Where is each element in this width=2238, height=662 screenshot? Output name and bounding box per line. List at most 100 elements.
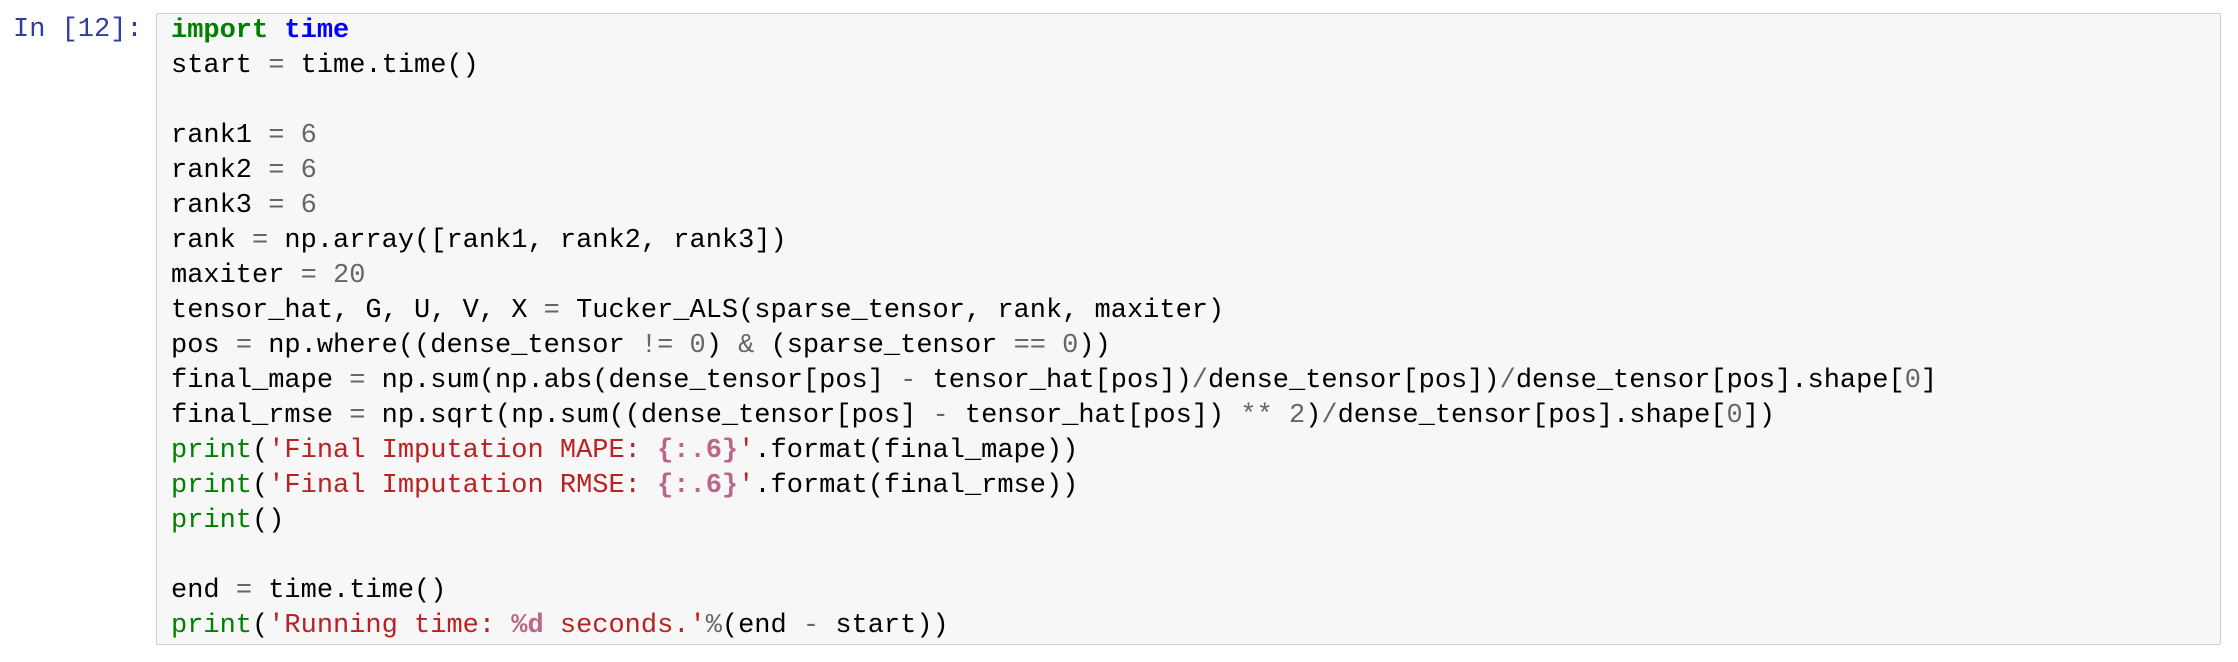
code-token: import (171, 16, 269, 46)
code-line: rank1 = 6 (171, 119, 2206, 154)
code-line: rank = np.array([rank1, rank2, rank3]) (171, 224, 2206, 259)
code-token: 0 (689, 331, 706, 361)
code-token: - (802, 611, 820, 641)
code-line: end = time.time() (171, 574, 2206, 609)
code-token: np.where((dense_tensor (252, 331, 641, 361)
code-token: print (171, 506, 253, 536)
code-token: / (1191, 366, 1208, 396)
code-token: seconds.' (543, 611, 706, 641)
code-token: np.sum(np.abs(dense_tensor[pos] (365, 366, 901, 396)
code-token: = (268, 191, 285, 221)
code-token (317, 261, 333, 291)
code-token: ) (705, 331, 739, 361)
code-line (171, 84, 2206, 119)
code-token: ) (1305, 401, 1322, 431)
code-token: (end (721, 611, 803, 641)
code-token: ] (1920, 366, 1938, 396)
code-line: final_mape = np.sum(np.abs(dense_tensor[… (171, 364, 2206, 399)
code-token: time.time() (284, 51, 479, 81)
code-token: tensor_hat[pos]) (916, 366, 1192, 396)
code-token: )) (1078, 331, 1111, 361)
code-token (284, 121, 300, 151)
code-token: & (738, 331, 755, 361)
code-token: {:.6} (657, 471, 739, 501)
code-token: = (252, 226, 269, 256)
code-token (268, 16, 284, 46)
code-token: 0 (1062, 331, 1079, 361)
code-token: print (171, 436, 253, 466)
code-token: %d (511, 611, 544, 641)
code-token: tensor_hat, G, U, V, X (171, 296, 544, 326)
code-token: 6 (300, 121, 317, 151)
code-token: % (705, 611, 722, 641)
code-line: rank3 = 6 (171, 189, 2206, 224)
code-token: rank1 (171, 121, 269, 151)
code-token: = (349, 366, 366, 396)
code-token (673, 331, 689, 361)
code-token: 0 (1726, 401, 1743, 431)
code-token: 0 (1904, 366, 1921, 396)
code-token: = (268, 156, 285, 186)
code-token (284, 156, 300, 186)
code-token: start)) (819, 611, 949, 641)
code-token: time.time() (252, 576, 447, 606)
code-token: {:.6} (657, 436, 739, 466)
code-line: maxiter = 20 (171, 259, 2206, 294)
code-token: print (171, 611, 253, 641)
code-token: () (252, 506, 285, 536)
code-token: - (932, 401, 949, 431)
code-token: ** (1240, 401, 1273, 431)
code-token: / (1321, 401, 1338, 431)
code-token: 20 (333, 261, 366, 291)
code-token: dense_tensor[pos].shape[ (1337, 401, 1727, 431)
code-line: print('Running time: %d seconds.'%(end -… (171, 609, 2206, 644)
code-token: ' (738, 436, 755, 466)
code-token: maxiter (171, 261, 301, 291)
code-token: np.sqrt(np.sum((dense_tensor[pos] (365, 401, 933, 431)
code-token: = (268, 121, 285, 151)
code-token: ' (738, 471, 755, 501)
code-token: = (235, 331, 253, 361)
code-token: = (349, 401, 366, 431)
code-token (1273, 401, 1289, 431)
code-token: = (268, 51, 285, 81)
code-line: tensor_hat, G, U, V, X = Tucker_ALS(spar… (171, 294, 2206, 329)
code-line: print() (171, 504, 2206, 539)
code-token: rank3 (171, 191, 269, 221)
code-token: / (1499, 366, 1516, 396)
code-token: end (171, 576, 236, 606)
code-token: start (171, 51, 269, 81)
code-token: == (1013, 331, 1046, 361)
code-token: - (900, 366, 917, 396)
code-line: print('Final Imputation MAPE: {:.6}'.for… (171, 434, 2206, 469)
code-token: = (543, 296, 560, 326)
code-line: rank2 = 6 (171, 154, 2206, 189)
code-token: .format(final_rmse)) (754, 471, 1079, 501)
code-token: Tucker_ALS(sparse_tensor, rank, maxiter) (559, 296, 1225, 326)
code-token: 'Final Imputation RMSE: (268, 471, 658, 501)
code-token: 6 (300, 156, 317, 186)
code-token: != (640, 331, 674, 361)
code-token: dense_tensor[pos].shape[ (1515, 366, 1905, 396)
code-token: pos (171, 331, 236, 361)
code-token: ( (252, 611, 269, 641)
code-token: tensor_hat[pos]) (948, 401, 1241, 431)
code-token: .format(final_mape)) (754, 436, 1079, 466)
code-token: dense_tensor[pos]) (1207, 366, 1500, 396)
code-token: print (171, 471, 253, 501)
code-token: rank2 (171, 156, 269, 186)
code-token: ( (252, 471, 269, 501)
code-token: time (284, 16, 350, 46)
code-token: = (300, 261, 317, 291)
code-line (171, 539, 2206, 574)
code-token: 'Running time: (268, 611, 512, 641)
code-token: 2 (1289, 401, 1306, 431)
code-line: pos = np.where((dense_tensor != 0) & (sp… (171, 329, 2206, 364)
code-token: final_mape (171, 366, 350, 396)
code-token: ( (252, 436, 269, 466)
code-token (284, 191, 300, 221)
code-token: np.array([rank1, rank2, rank3]) (268, 226, 787, 256)
